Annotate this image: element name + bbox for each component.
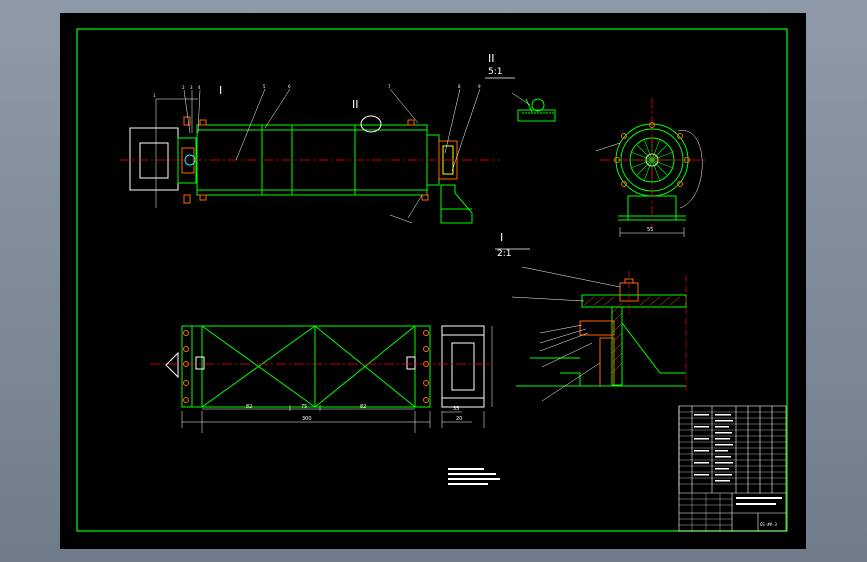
detail-II-title: II	[488, 52, 495, 65]
svg-text:3: 3	[190, 85, 193, 90]
detail-I-hatch	[583, 296, 681, 374]
svg-text:5: 5	[263, 84, 266, 89]
bom-entries	[694, 414, 782, 505]
svg-text:6: 6	[288, 84, 291, 89]
dim-right-segment: 82	[360, 404, 367, 410]
technical-notes	[448, 468, 500, 485]
title-block	[678, 405, 787, 532]
detail-I-scale: 2:1	[497, 249, 512, 259]
dim-middle-segment: 75	[301, 404, 308, 410]
left-flange	[177, 137, 197, 184]
dim-side-width: 55	[647, 227, 654, 233]
side-view-bolts	[614, 122, 690, 187]
dim-overall-length: 300	[302, 416, 312, 422]
drive-end-box	[441, 325, 485, 408]
front-leaders	[155, 88, 481, 224]
detail-II-view	[485, 77, 556, 122]
svg-text:4: 4	[198, 85, 201, 90]
drawing-frame	[76, 28, 788, 532]
detail-I-leaders	[511, 266, 621, 402]
dim-end-base: 20	[456, 416, 463, 422]
detail-I-view	[495, 248, 687, 402]
dim-end-width: 35	[453, 406, 460, 412]
section-mark-II: II	[352, 98, 359, 111]
svg-text:8: 8	[458, 84, 461, 89]
section-mark-I: I	[219, 84, 223, 97]
top-view	[165, 325, 485, 408]
detail-I-title: I	[500, 231, 504, 244]
right-support-bracket	[440, 184, 473, 224]
dim-left-segment: 82	[246, 404, 253, 410]
side-dims	[595, 130, 703, 237]
svg-text:7: 7	[388, 84, 391, 89]
detail-II-scale: 5:1	[488, 67, 503, 77]
svg-text:1: 1	[153, 93, 156, 98]
bom-rows	[679, 411, 786, 531]
svg-text:2: 2	[182, 85, 185, 90]
top-view-bolts	[183, 330, 429, 403]
front-view	[129, 115, 473, 224]
top-dim-lines	[181, 326, 493, 433]
svg-text:9: 9	[478, 84, 481, 89]
left-end-housing	[129, 127, 179, 191]
drawing-number: GS-##-3	[760, 522, 777, 527]
